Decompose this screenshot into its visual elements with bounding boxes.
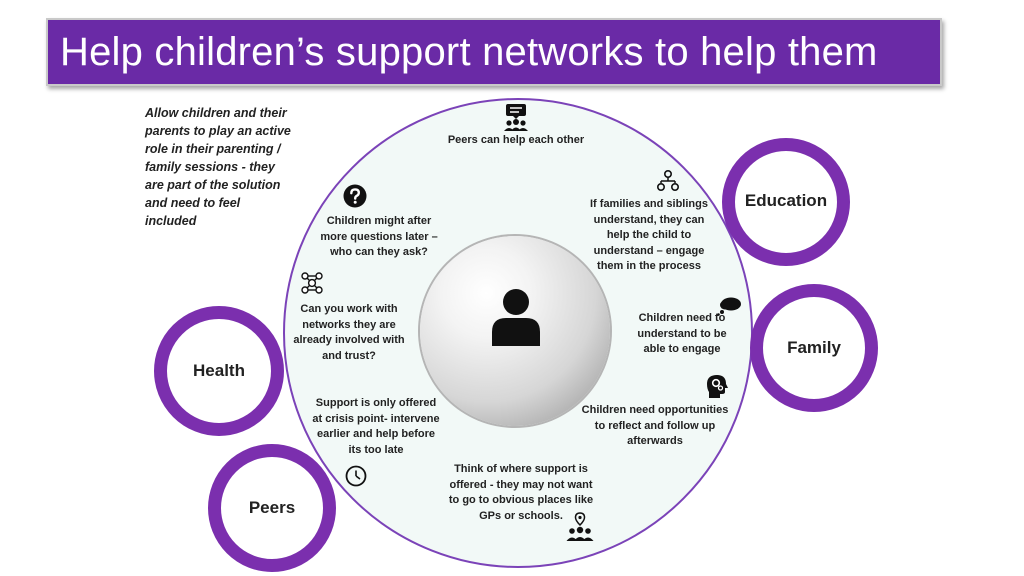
note-families-siblings: If families and siblings understand, the… <box>590 198 708 272</box>
family-tree-icon <box>656 170 680 192</box>
note-questions: Children might after more questions late… <box>320 215 438 258</box>
ring-family: Family <box>750 284 878 412</box>
ring-label-peers: Peers <box>248 498 296 517</box>
note-networks: Can you work with networks they are alre… <box>293 303 405 362</box>
page-title: Help children’s support networks to help… <box>60 29 878 74</box>
thought-cloud-icon <box>717 297 741 316</box>
note-crisis: Support is only offered at crisis point-… <box>312 397 440 456</box>
person-icon <box>492 289 540 346</box>
note-reflect: Children need opportunities to reflect a… <box>581 404 729 447</box>
ring-peers: Peers <box>208 444 336 572</box>
ring-label-education: Education <box>744 191 828 210</box>
network-icon <box>301 272 323 294</box>
note-understand: Children need to understand to be able t… <box>637 312 727 355</box>
note-peers-help: Peers can help each other <box>447 134 585 146</box>
intro-text: Allow children and their parents to play… <box>145 106 291 228</box>
ring-health: Health <box>154 306 284 436</box>
ring-label-health: Health <box>193 361 245 380</box>
clock-icon <box>345 465 367 487</box>
title-bar: Help children’s support networks to help… <box>46 18 942 86</box>
ring-education: Education <box>722 138 850 266</box>
ring-label-family: Family <box>787 338 841 357</box>
group-location-icon <box>566 512 594 541</box>
question-icon <box>343 184 367 208</box>
note-where: Think of where support is offered - they… <box>448 463 594 522</box>
head-gears-icon <box>707 375 728 398</box>
group-chat-icon <box>504 104 528 131</box>
